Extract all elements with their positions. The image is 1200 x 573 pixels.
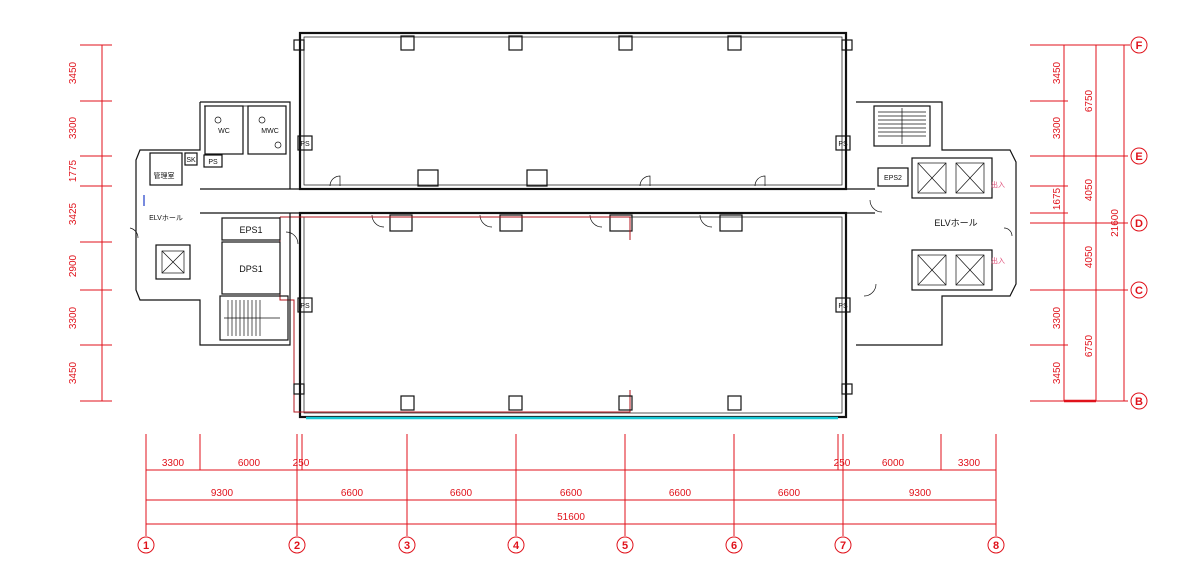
bottom-dimension-chain: 3300 6000 250 250 6000 3300 9300 6600 66… — [145, 434, 997, 536]
central-corridor — [200, 188, 875, 232]
right-dim-mid-2: 4050 — [1084, 178, 1095, 201]
ps-label-core-left: PS — [208, 159, 218, 166]
axis-bubble-D — [1130, 214, 1148, 232]
axis-label-C: C — [1135, 285, 1143, 297]
wc-left-room — [204, 105, 244, 155]
ps-label-nw: PS — [300, 141, 310, 148]
left-dim-5: 2900 — [68, 254, 79, 277]
bottom-dim-r2-7: 9300 — [909, 488, 932, 499]
elevator-bank-north — [911, 157, 993, 199]
right-dim-inner-5: 3450 — [1052, 361, 1063, 384]
elv-hall-right-label: ELVホール — [934, 218, 977, 228]
axis-label-5: 5 — [622, 540, 628, 552]
right-dim-mid-1: 6750 — [1084, 89, 1095, 112]
left-dim-3: 1775 — [68, 159, 79, 182]
bottom-dim-r1-6: 3300 — [958, 458, 981, 469]
right-core: EPS2 ELVホール 出入 出入 — [856, 101, 1017, 346]
right-dim-inner-1: 3450 — [1052, 61, 1063, 84]
elevator-left — [155, 244, 191, 280]
entrance-top-label: 出入 — [991, 180, 1005, 189]
ps-box-sw — [297, 297, 313, 313]
bottom-dim-r1-5: 6000 — [882, 458, 905, 469]
left-dim-1: 3450 — [68, 61, 79, 84]
ps-box-nw — [297, 135, 313, 151]
eps1-label: EPS1 — [239, 225, 262, 235]
bottom-dim-r2-3: 6600 — [450, 488, 473, 499]
right-dim-mid-3: 4050 — [1084, 245, 1095, 268]
left-dim-4: 3425 — [68, 202, 79, 225]
right-dim-inner-3: 1675 — [1052, 187, 1063, 210]
axis-label-3: 3 — [404, 540, 410, 552]
wc-left-label: WC — [218, 128, 230, 135]
office-area-north: PS PS — [293, 31, 853, 191]
ps-label-se: PS — [838, 303, 848, 310]
axis-bubble-E — [1130, 147, 1148, 165]
bottom-dim-r2-6: 6600 — [778, 488, 801, 499]
ps-box-se — [835, 297, 851, 313]
ps-label-sw: PS — [300, 303, 310, 310]
ps-box-ne — [835, 135, 851, 151]
axis-label-F: F — [1136, 40, 1143, 52]
axis-label-E: E — [1135, 151, 1142, 163]
bottom-dim-r2-4: 6600 — [560, 488, 583, 499]
stair-left — [219, 295, 289, 341]
left-dim-7: 3450 — [68, 361, 79, 384]
right-dim-total: 21600 — [1110, 209, 1121, 237]
bottom-dim-r2-2: 6600 — [341, 488, 364, 499]
bottom-dim-r2-1: 9300 — [211, 488, 234, 499]
bottom-dim-r1-3: 250 — [293, 458, 310, 469]
bottom-dim-r1-1: 3300 — [162, 458, 185, 469]
right-dim-inner-2: 3300 — [1052, 116, 1063, 139]
dps1-label: DPS1 — [239, 264, 263, 274]
axis-bubble-B — [1130, 392, 1148, 410]
axis-label-8: 8 — [993, 540, 999, 552]
bottom-dim-r1-4: 250 — [834, 458, 851, 469]
wc-right-label: MWC — [261, 128, 279, 135]
axis-label-2: 2 — [294, 540, 300, 552]
left-dim-6: 3300 — [68, 306, 79, 329]
axis-label-6: 6 — [731, 540, 737, 552]
left-dim-2: 3300 — [68, 116, 79, 139]
elv-hall-left-label: ELVホール — [149, 214, 183, 222]
wc-right-room — [247, 105, 287, 155]
axis-label-D: D — [1135, 218, 1143, 230]
eps1-room — [221, 217, 281, 241]
axis-label-B: B — [1135, 396, 1143, 408]
stair-right — [873, 105, 931, 147]
ps-label-ne: PS — [838, 141, 848, 148]
row-axis-bubbles: F E D C B — [1128, 36, 1148, 410]
bottom-dim-r1-2: 6000 — [238, 458, 261, 469]
axis-bubble-C — [1130, 281, 1148, 299]
left-dimension-chain: 3450 3300 1775 3425 2900 3300 3450 — [68, 44, 112, 402]
axis-bubble-F — [1130, 36, 1148, 54]
bottom-dim-r2-5: 6600 — [669, 488, 692, 499]
left-core: WC MWC 管理室 SK PS ELVホール EPS1 DPS1 — [129, 101, 299, 346]
elevator-bank-south — [911, 249, 993, 291]
small-room-left — [149, 152, 183, 186]
entrance-bottom-label: 出入 — [991, 256, 1005, 265]
sk-label: SK — [186, 157, 196, 164]
small-room-label: 管理室 — [154, 171, 175, 180]
right-dim-mid-4: 6750 — [1084, 334, 1095, 357]
right-dimension-chain: 3450 3300 1675 3300 3450 6750 4050 4050 … — [1030, 44, 1128, 403]
dps1-room — [221, 241, 281, 295]
office-area-south: PS PS — [279, 211, 853, 420]
bottom-dim-total: 51600 — [557, 512, 585, 523]
axis-label-4: 4 — [513, 540, 520, 552]
axis-label-1: 1 — [143, 540, 149, 552]
eps2-label: EPS2 — [884, 175, 902, 182]
eps2-room — [877, 167, 909, 187]
axis-label-7: 7 — [840, 540, 846, 552]
right-dim-inner-4: 3300 — [1052, 306, 1063, 329]
column-axis-bubbles: 1 2 3 4 5 6 7 8 — [137, 536, 1005, 554]
